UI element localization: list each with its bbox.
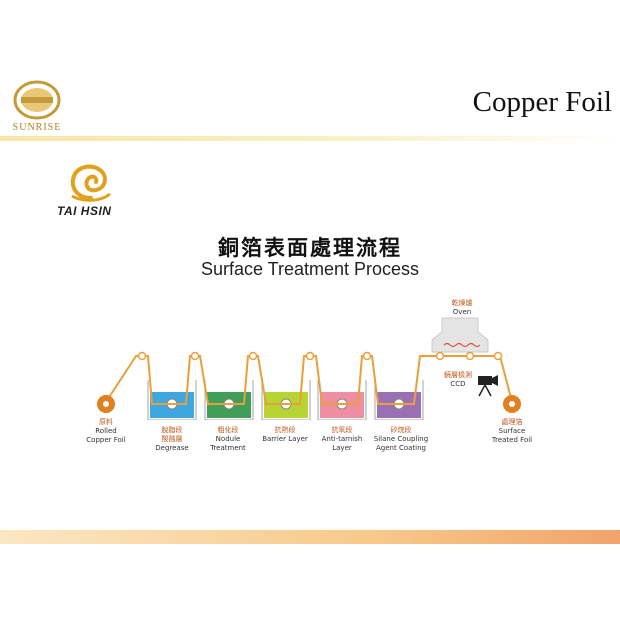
treated-foil-roll bbox=[503, 395, 521, 413]
company-name: TAI HSIN bbox=[57, 204, 112, 218]
footer-band bbox=[0, 530, 620, 544]
diagram-title-en: Surface Treatment Process bbox=[200, 259, 420, 279]
sunrise-logo-text: SUNRISE bbox=[12, 122, 62, 133]
tank-label-anti-tarnish: 抗氧段 Anti-tarnish Layer bbox=[321, 426, 363, 452]
tank-1 bbox=[147, 380, 197, 420]
start-label: 原料 Rolled Copper Foil bbox=[86, 418, 126, 444]
end-label: 處理箔 Surface Treated Foil bbox=[491, 418, 533, 444]
guide-roller bbox=[435, 351, 445, 361]
tank-label-nodule: 粗化段 Nodule Treatment bbox=[210, 426, 246, 452]
oven-icon bbox=[431, 317, 489, 353]
guide-roller bbox=[137, 351, 147, 361]
process-diagram bbox=[97, 317, 521, 420]
guide-roller bbox=[362, 351, 372, 361]
guide-roller bbox=[248, 351, 258, 361]
sunrise-logo bbox=[12, 80, 62, 120]
guide-roller bbox=[305, 351, 315, 361]
guide-roller bbox=[465, 351, 475, 361]
guide-roller bbox=[493, 351, 503, 361]
guide-roller bbox=[190, 351, 200, 361]
tank-3 bbox=[261, 380, 311, 420]
rolled-foil-roll bbox=[97, 395, 115, 413]
diagram-title-zh: 銅箔表面處理流程 bbox=[218, 236, 402, 260]
tank-label-degrease: 脫脂段 酸蝕層 Degrease bbox=[155, 426, 189, 452]
oven-label: 乾燥爐 Oven bbox=[451, 299, 473, 316]
foil-path bbox=[105, 355, 513, 405]
camera-icon bbox=[478, 375, 498, 397]
slide-title: Copper Foil bbox=[472, 86, 612, 118]
taihsin-logo bbox=[68, 162, 114, 202]
header-divider bbox=[0, 136, 620, 141]
tank-label-barrier: 抗熱段 Barrier Layer bbox=[262, 426, 308, 443]
tank-label-silane: 矽烷段 Silane Coupling Agent Coating bbox=[373, 426, 429, 452]
ccd-label: 鏡層檢測 CCD bbox=[444, 371, 472, 388]
